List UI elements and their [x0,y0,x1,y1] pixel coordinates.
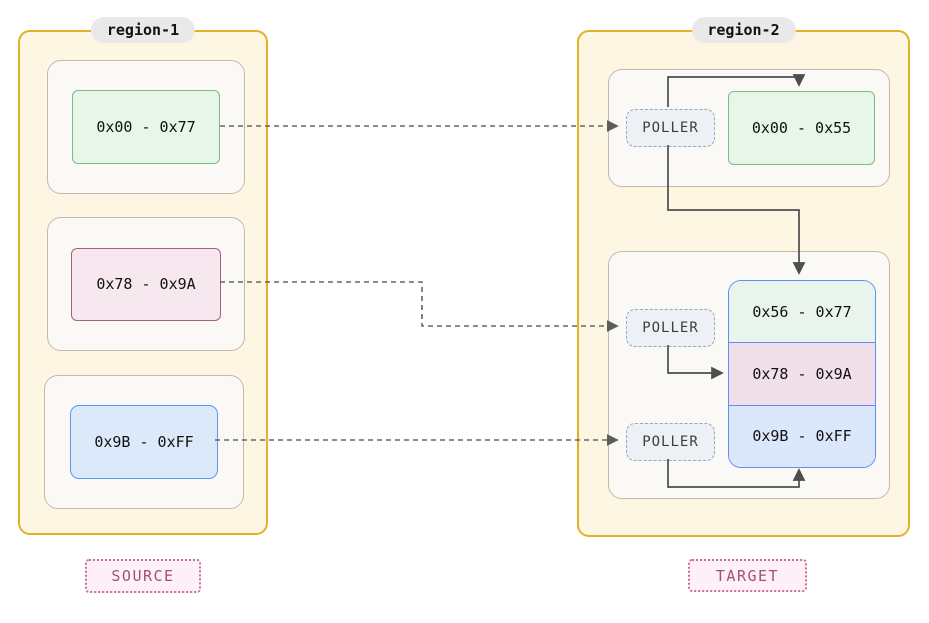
target-stacked-block: 0x56 - 0x77 0x78 - 0x9A 0x9B - 0xFF [728,280,876,468]
source-block-0x78-0x9A: 0x78 - 0x9A [71,247,221,321]
region-2-group: region-2 POLLER 0x00 - 0x55 POLLER POLLE… [577,17,910,537]
source-container-2: 0x78 - 0x9A [47,217,245,351]
poller-node-3: POLLER [626,423,715,461]
poller-node-1: POLLER [626,109,715,147]
region-2-title: region-2 [691,17,796,43]
source-block-0x00-0x77: 0x00 - 0x77 [72,90,220,164]
target-container-bottom: POLLER POLLER 0x56 - 0x77 0x78 - 0x9A 0x… [608,251,890,499]
stack-section-0x56-0x77: 0x56 - 0x77 [729,281,875,343]
region-1-group: region-1 0x00 - 0x77 0x78 - 0x9A 0x9B - … [18,17,268,535]
region-1-title: region-1 [90,17,196,43]
target-container-top: POLLER 0x00 - 0x55 [608,69,890,187]
target-tag: TARGET [688,559,807,592]
stack-section-0x9B-0xFF: 0x9B - 0xFF [729,404,875,467]
dashed-connector-src2-to-poller2 [220,281,619,332]
source-container-3: 0x9B - 0xFF [44,375,244,509]
source-block-0x9B-0xFF: 0x9B - 0xFF [70,405,218,479]
poller-node-2: POLLER [626,309,715,347]
source-tag: SOURCE [85,559,201,593]
stack-section-0x78-0x9A: 0x78 - 0x9A [729,342,875,405]
target-block-0x00-0x55: 0x00 - 0x55 [728,91,875,165]
source-container-1: 0x00 - 0x77 [47,60,245,194]
